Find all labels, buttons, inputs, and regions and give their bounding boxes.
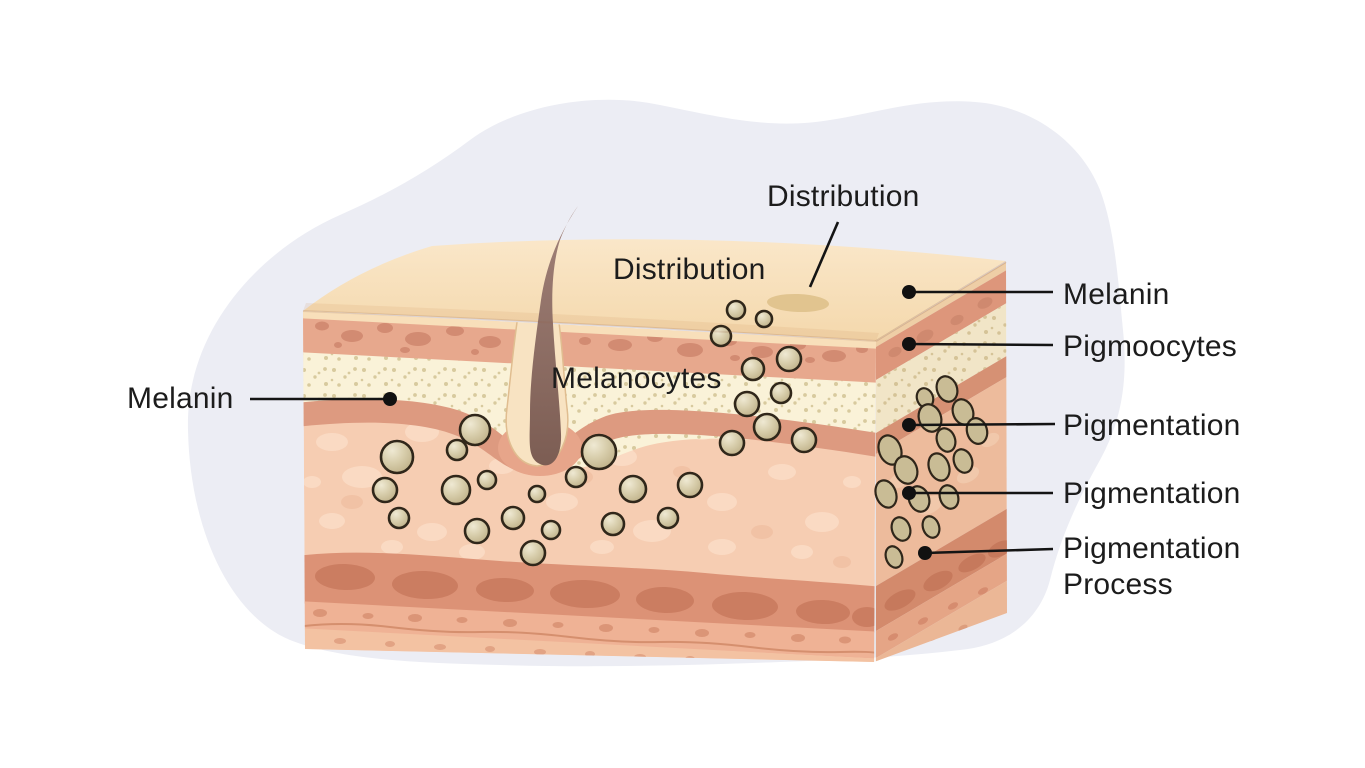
side-melanin-granules [874,375,989,569]
leader-lines [250,221,1056,555]
melanin-granules [371,299,818,567]
label-distribution-callout: Distribution [767,180,920,213]
epidermis-layer [303,311,876,383]
surface-pigment-spot [767,293,829,313]
label-pigmoocytes: Pigmoocytes [1063,330,1237,363]
hypodermis-layer [303,552,876,662]
label-distribution-surface: Distribution [613,253,766,286]
skin-front-face [303,311,876,662]
skin-top-face [303,239,1006,341]
label-melanin-left: Melanin [127,382,234,415]
stratum-layer [303,350,876,470]
hair-shaft [529,206,578,466]
label-pigmentation-process: Pigmentation Process [1063,532,1241,601]
callout-dots [383,285,932,560]
label-melanocytes: Melanocytes [551,362,722,395]
label-pigmentation-1: Pigmentation [1063,409,1241,442]
label-pigmentation-2: Pigmentation [1063,477,1241,510]
label-melanin-right: Melanin [1063,278,1170,311]
